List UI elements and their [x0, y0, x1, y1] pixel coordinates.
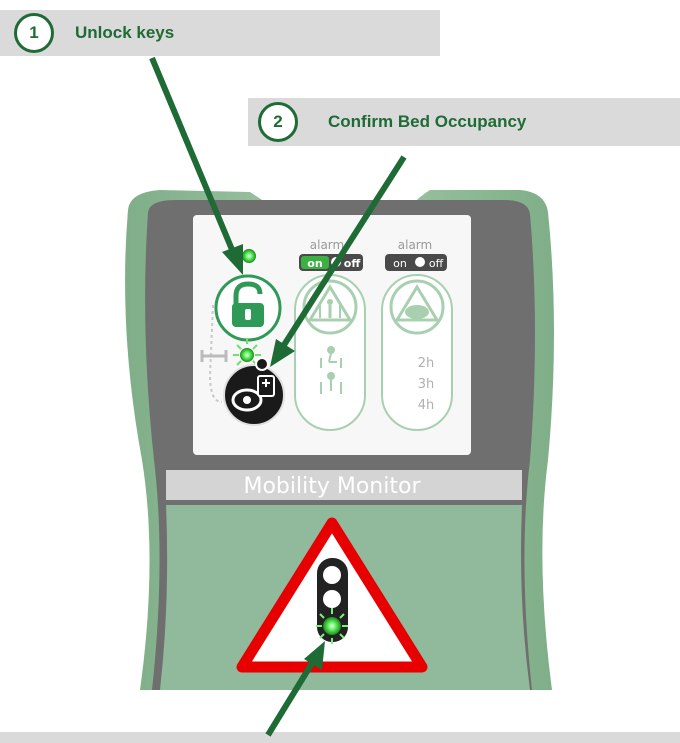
bed-icon	[200, 350, 228, 362]
time-option: 3h	[418, 377, 435, 392]
alarm-label: alarm	[398, 238, 432, 252]
timer-capsule[interactable]: 2h 3h 4h	[381, 274, 453, 431]
step-number-badge: 1	[14, 13, 54, 53]
svg-text:off: off	[344, 257, 361, 270]
callout-confirm-bed-occupancy: 2 Confirm Bed Occupancy	[248, 98, 680, 146]
device-name: Mobility Monitor	[243, 474, 421, 499]
step-number-badge: 2	[258, 102, 298, 142]
time-option: 4h	[418, 398, 435, 413]
name-strip	[166, 470, 522, 500]
time-option: 2h	[418, 356, 435, 371]
svg-text:off: off	[429, 257, 444, 270]
callout-unlock-keys: 1 Unlock keys	[0, 10, 440, 56]
status-led	[242, 249, 256, 263]
warning-triangle-icon	[236, 517, 428, 673]
alarm-toggle-2[interactable]: on off	[385, 254, 447, 271]
bottom-callout-bar	[0, 732, 680, 743]
step-label: Confirm Bed Occupancy	[328, 112, 527, 131]
bed-exit-capsule[interactable]	[294, 274, 366, 431]
step-label: Unlock keys	[75, 23, 175, 42]
arrow-icon	[265, 641, 325, 737]
svg-text:on: on	[393, 257, 407, 270]
svg-text:on: on	[307, 257, 322, 270]
arrow-icon	[270, 155, 407, 367]
lock-icon[interactable]	[214, 274, 282, 342]
alarm-label: alarm	[310, 238, 344, 252]
alarm-toggle-1[interactable]: on off	[299, 254, 363, 271]
bed-exit-icon	[320, 346, 342, 394]
person-bed-icon[interactable]	[223, 357, 285, 426]
arrow-icon	[149, 56, 243, 275]
traffic-light-green-led	[323, 617, 341, 635]
